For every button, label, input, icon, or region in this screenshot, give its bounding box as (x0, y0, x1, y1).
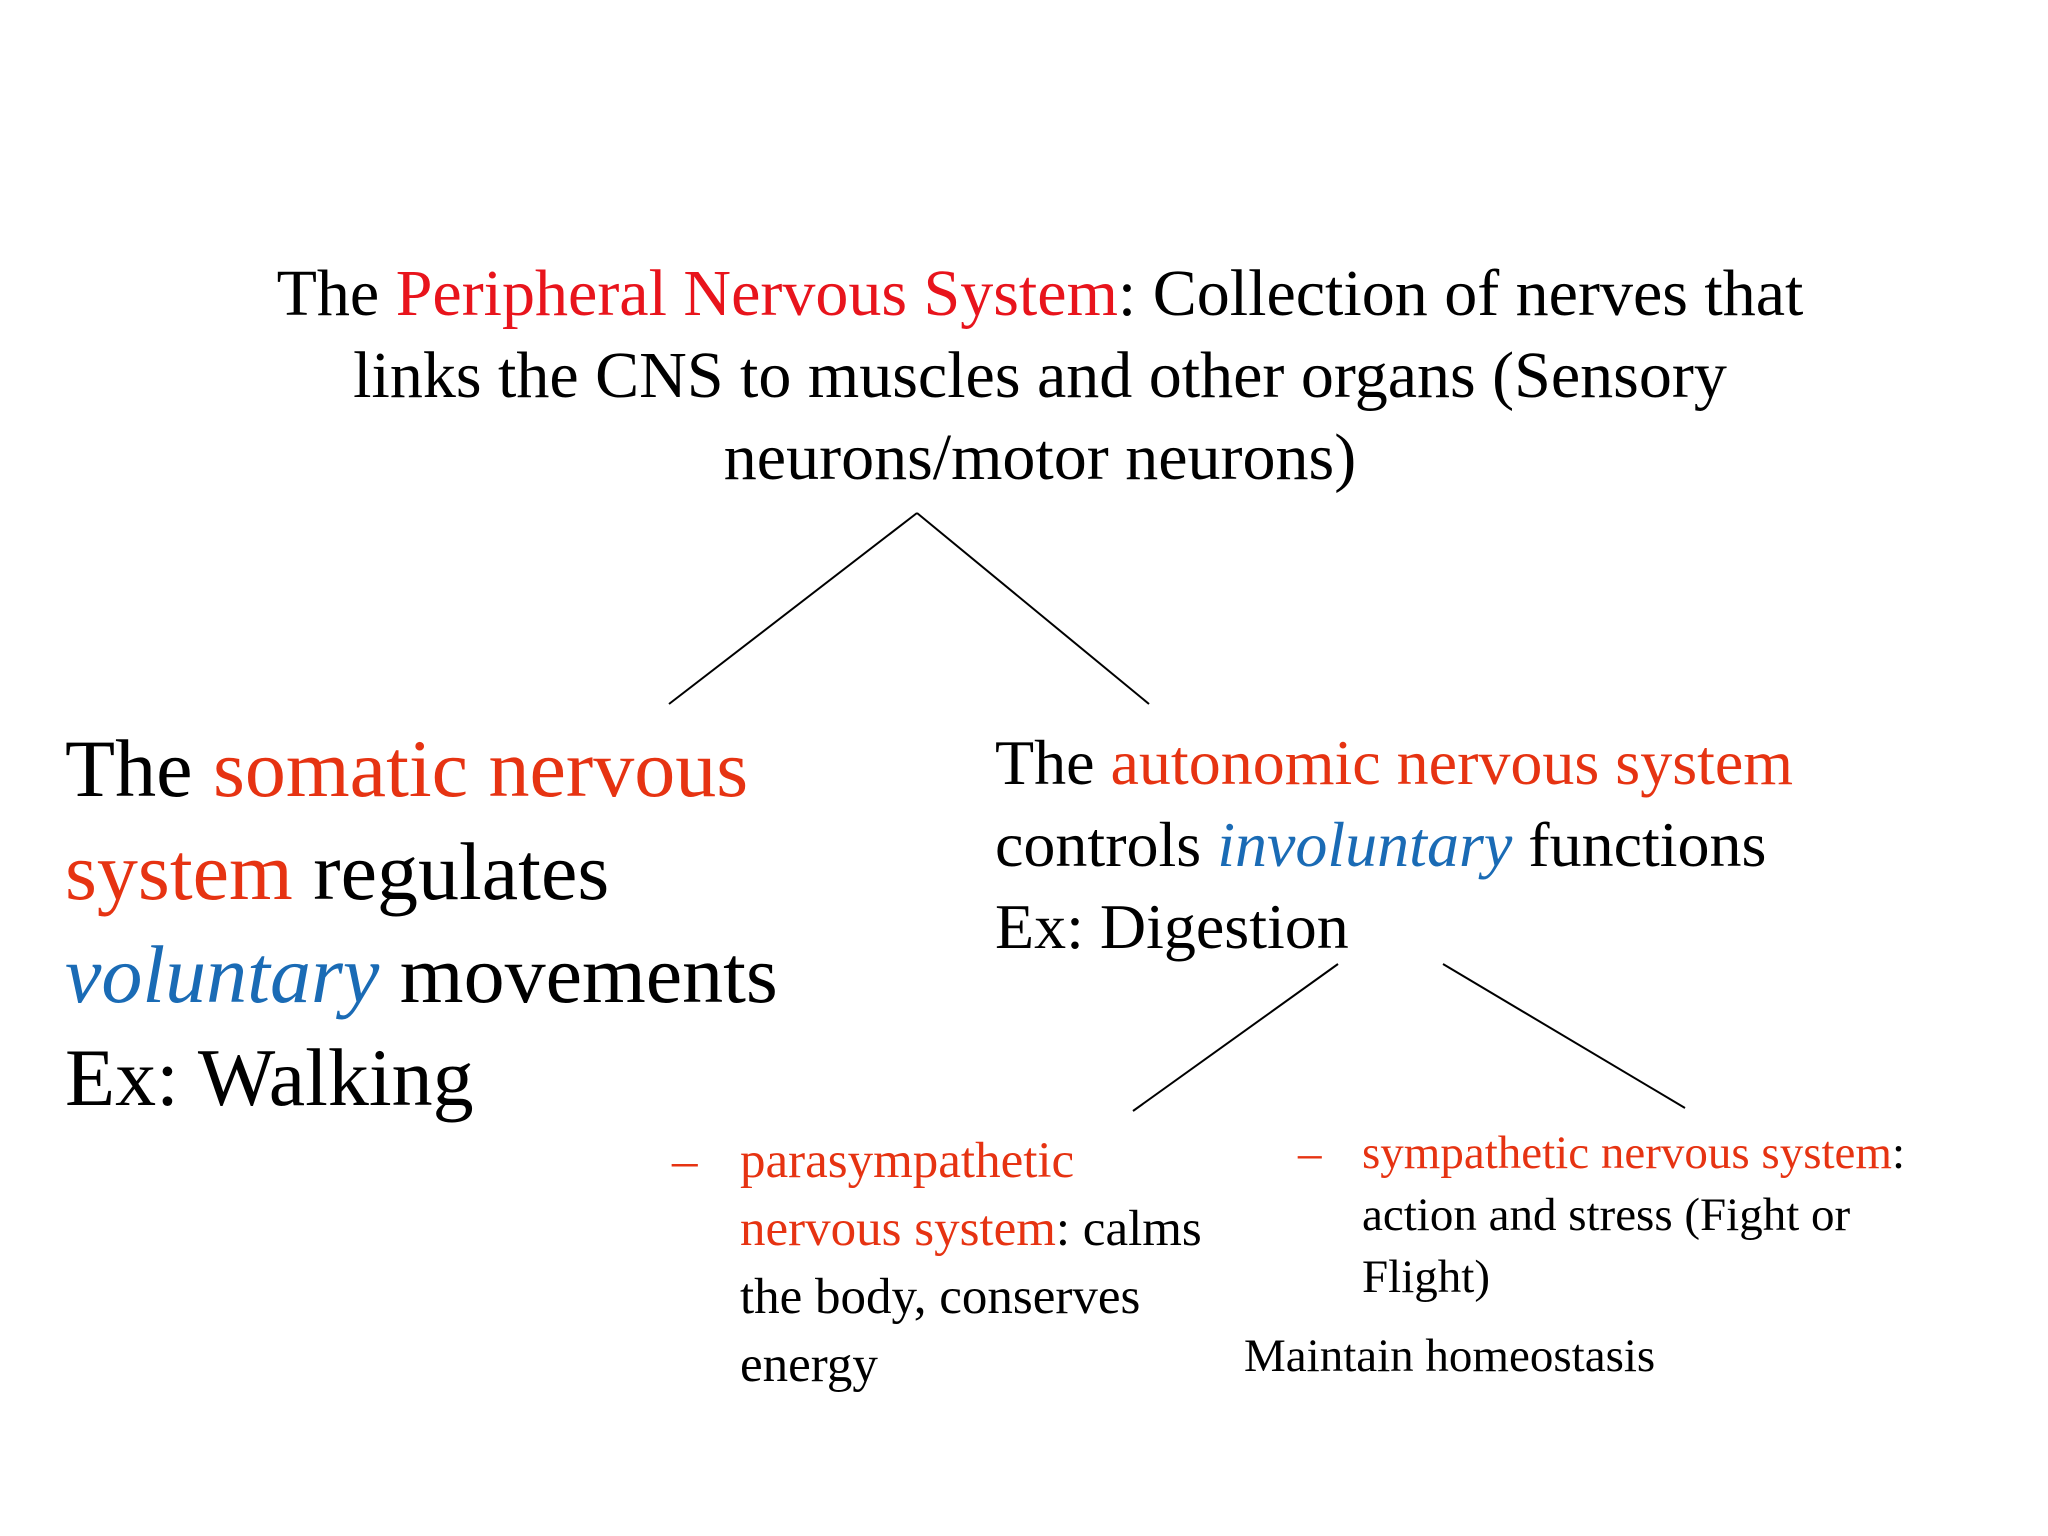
sympathetic-line-2: action and stress (Fight or (1362, 1189, 1851, 1241)
somatic-line-2: system regulates (65, 826, 610, 917)
sympathetic-node: sympathetic nervous system: action and s… (1362, 1122, 1905, 1308)
parasympathetic-node: parasympathetic nervous system: calms th… (740, 1127, 1202, 1399)
peripheral-nervous-system-node: The Peripheral Nervous System: Collectio… (0, 253, 2048, 499)
sympathetic-line-1: sympathetic nervous system: (1362, 1127, 1906, 1179)
autonomic-example: Ex: Digestion (995, 891, 1349, 962)
homeostasis-note: Maintain homeostasis (1244, 1330, 1656, 1382)
connector-pns-to-somatic (668, 512, 918, 705)
parasympathetic-line-3: the body, conserves (740, 1269, 1141, 1325)
somatic-term-part1: somatic nervous (212, 723, 749, 814)
sympathetic-line-3: Flight) (1362, 1251, 1490, 1303)
pns-line-2: links the CNS to muscles and other organ… (353, 339, 1727, 412)
parasympathetic-term-part1: parasympathetic (740, 1133, 1075, 1189)
pns-term: Peripheral Nervous System (395, 257, 1118, 330)
connector-autonomic-to-sympathetic (1442, 963, 1686, 1109)
parasympathetic-line-4: energy (740, 1337, 878, 1393)
autonomic-emphasis: involuntary (1217, 809, 1513, 880)
pns-line-1: The Peripheral Nervous System: Collectio… (276, 257, 1804, 330)
pns-line-3: neurons/motor neurons) (723, 421, 1357, 494)
somatic-line-3: voluntary movements (65, 929, 778, 1020)
somatic-emphasis: voluntary (65, 929, 380, 1020)
connector-pns-to-autonomic (916, 512, 1150, 705)
sympathetic-bullet: – (1298, 1127, 1322, 1179)
somatic-term-part2: system (65, 826, 293, 917)
autonomic-line-2: controls involuntary functions (995, 809, 1767, 880)
connector-autonomic-to-parasympathetic (1132, 963, 1339, 1112)
sympathetic-term: sympathetic nervous system (1362, 1127, 1892, 1179)
parasympathetic-term-part2: nervous system (740, 1201, 1056, 1257)
autonomic-term: autonomic nervous system (1110, 727, 1794, 798)
somatic-nervous-system-node: The somatic nervous system regulates vol… (65, 717, 778, 1129)
parasympathetic-bullet: – (672, 1133, 698, 1189)
somatic-example: Ex: Walking (65, 1032, 474, 1123)
parasympathetic-line-2: nervous system: calms (740, 1201, 1202, 1257)
autonomic-line-1: The autonomic nervous system (995, 727, 1794, 798)
somatic-line-1: The somatic nervous (65, 723, 749, 814)
autonomic-nervous-system-node: The autonomic nervous system controls in… (995, 722, 1793, 968)
